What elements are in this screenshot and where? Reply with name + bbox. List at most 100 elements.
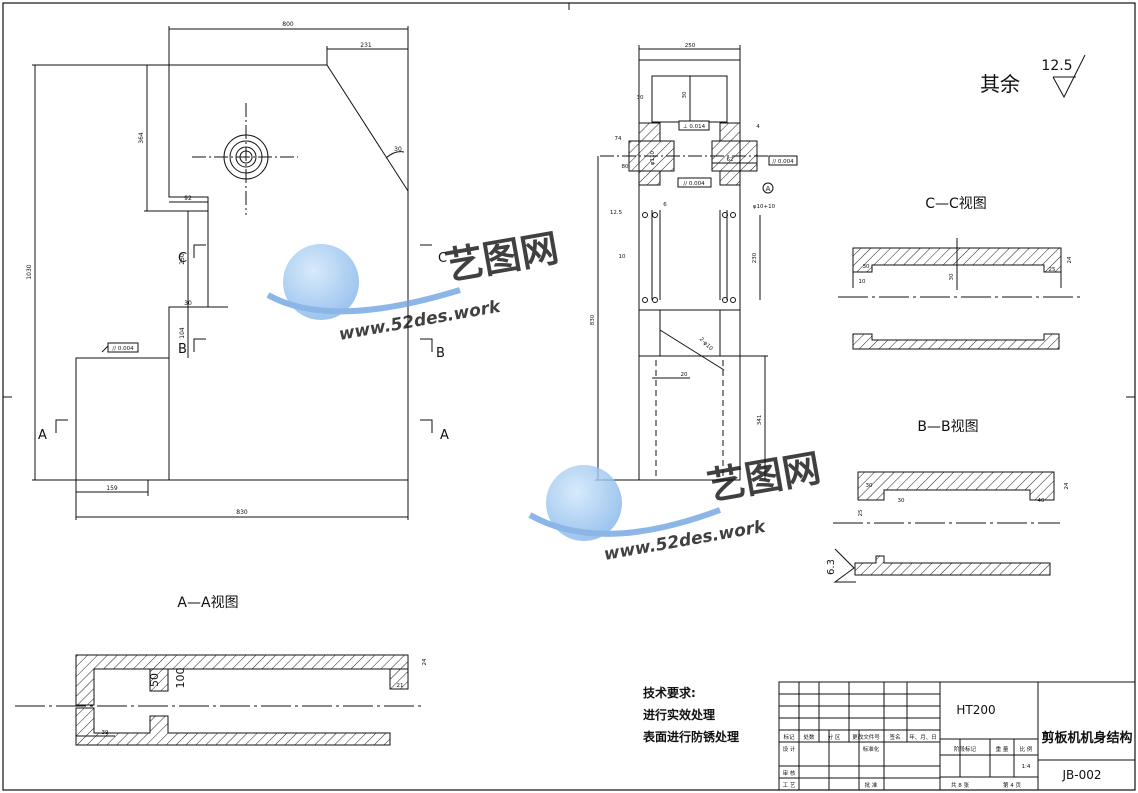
dim-text-phi10: φ10+10 [753, 204, 776, 210]
section-mark-b-left [193, 338, 206, 352]
watermark-2: 艺图网 www.52des.work [528, 446, 824, 565]
tolerance-frame-top [678, 120, 710, 131]
section-aa-dim-39: 39 [102, 730, 109, 736]
leader-line-center [659, 329, 725, 371]
side-view-top-window [651, 75, 728, 123]
tb-stage-0: 阶段标记 [954, 745, 977, 753]
side-view [595, 45, 798, 481]
tolerance-text-mid: // 0.004 [683, 181, 705, 187]
tb-process: 工 艺 [783, 782, 796, 789]
tolerance-text-right: // 0.004 [772, 159, 794, 165]
angle-arc-30 [385, 151, 405, 159]
dim-text-30-side-h: 30 [682, 91, 688, 98]
section-aa-lower [75, 707, 391, 746]
tolerance-frame-mid [677, 177, 712, 188]
dim-text-92: 92 [184, 195, 192, 202]
tech-requirements-line-1: 进行实效处理 [643, 707, 715, 722]
dim-text-104: 104 [179, 327, 186, 339]
tb-sheets: 共 8 张 [951, 781, 969, 789]
boss-left-top [638, 122, 661, 142]
bolt-hole-4 [730, 212, 736, 218]
boss-right-top [719, 122, 741, 142]
section-bb [833, 471, 1060, 583]
title-block-material: HT200 [956, 703, 995, 717]
dim-text-250-side: 250 [685, 43, 696, 49]
section-letter-a-left: A [38, 428, 47, 443]
tb-header-5: 年、月、日 [909, 733, 937, 741]
tb-header-0: 标记 [783, 733, 795, 741]
dim-text-364: 364 [138, 132, 145, 144]
section-aa-tab [389, 668, 409, 690]
tb-row-standard: 标准化 [863, 745, 880, 753]
dim-text-250: 250 [179, 253, 186, 265]
section-bb-dim-1: 30 [898, 498, 905, 504]
roughness-6-3-text: 6.3 [826, 559, 837, 575]
dim-text-341: 341 [757, 415, 763, 426]
bolt-hole-2 [652, 212, 658, 218]
dim-text-159: 159 [106, 485, 118, 492]
front-view-outline [75, 64, 409, 481]
dim-text-angle-30: 30 [394, 146, 402, 153]
section-letter-a-right: A [440, 428, 449, 443]
section-cc-dim-3: 24 [1067, 256, 1073, 263]
datum-circle [762, 182, 774, 194]
tb-stage-2: 比 例 [1020, 745, 1033, 753]
section-letters-front: C C B B A A [38, 251, 449, 443]
dim-text-74: 74 [615, 136, 622, 142]
tech-requirements-line-2: 表面进行防锈处理 [642, 729, 739, 744]
dim-text-800: 800 [282, 21, 294, 28]
section-mark-a-left [55, 419, 68, 433]
dim-text-2x10: 2-φ10 [698, 336, 714, 352]
title-block-scale: 1:4 [1022, 764, 1031, 770]
section-mark-a-right [420, 419, 433, 433]
bolt-hole-1 [642, 212, 648, 218]
tolerance-leader-front [101, 345, 109, 353]
dim-text-30: 30 [184, 300, 192, 307]
section-bb-top-profile [857, 471, 1055, 501]
bolt-hole-7 [722, 297, 728, 303]
section-aa-title: A—A视图 [177, 595, 238, 611]
dim-text-1030: 1030 [26, 264, 33, 279]
dim-text-231: 231 [360, 42, 372, 49]
dim-text-6: 6 [663, 202, 667, 208]
dim-text-830: 830 [236, 509, 248, 516]
section-mark-b-right [420, 338, 433, 352]
title-block-frame [778, 681, 1136, 791]
section-aa-upper [75, 654, 409, 706]
section-cc-labels: C—C视图 10 30 24 25 30 [859, 196, 1074, 285]
tb-row-design: 设 计 [783, 745, 796, 753]
watermark-globe-1 [283, 244, 359, 320]
title-block-name: 剪板机机身结构 [1041, 730, 1132, 746]
tb-stage-1: 重 量 [996, 745, 1009, 753]
tolerance-frame-right [768, 155, 798, 166]
tb-sheet-no: 第 4 页 [1003, 781, 1021, 789]
section-cc-dim-5: 30 [863, 264, 870, 270]
bolt-hole-3 [722, 212, 728, 218]
datum-letter: A [766, 185, 771, 193]
title-block-text: HT200 剪板机机身结构 JB-002 1:4 标记 处数 分 区 更改文件号… [783, 703, 1133, 789]
front-view-labels: 800 231 1030 364 92 250 30 104 830 159 3… [26, 21, 402, 516]
dim-text-20: 20 [681, 372, 688, 378]
roughness-symbol-12-5 [1052, 54, 1086, 99]
dim-text-230: 230 [752, 252, 758, 263]
section-cc-dim-1: 10 [859, 279, 866, 285]
section-aa-dim-50: 50 [148, 673, 161, 687]
watermark-brand-2: 艺图网 [704, 446, 824, 509]
tb-review: 审 核 [783, 769, 796, 777]
section-aa-dim-21: 21 [397, 683, 404, 689]
side-view-outer [638, 59, 741, 481]
section-cc-title: C—C视图 [925, 196, 987, 212]
section-bb-dim-2: 30 [866, 483, 873, 489]
roughness-note: 其余 12.5 [980, 54, 1086, 99]
tolerance-text-top: ⊥ 0.014 [683, 124, 706, 130]
dim-text-4: 4 [756, 124, 760, 130]
watermark-brand-1: 艺图网 [442, 226, 562, 289]
dim-text-80: 80 [622, 164, 629, 170]
section-bb-labels: B—B视图 30 30 24 25 40 6.3 [826, 419, 1070, 575]
section-letter-b-left: B [178, 342, 187, 357]
title-block [778, 681, 1136, 791]
boss-right-bot [719, 170, 741, 186]
section-aa [15, 654, 425, 746]
section-bb-dim-4: 25 [858, 509, 864, 516]
